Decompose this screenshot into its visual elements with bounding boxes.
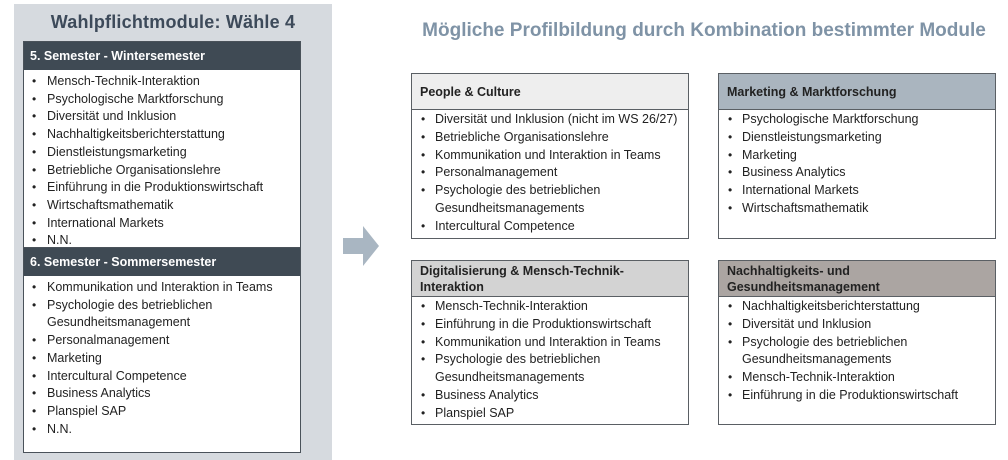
semester-5-header: 5. Semester - Wintersemester xyxy=(24,42,300,70)
list-item: Betriebliche Organisationslehre xyxy=(24,162,300,180)
semester-6-box: 6. Semester - Sommersemester Kommunikati… xyxy=(23,247,301,453)
list-item: Diversität und Inklusion xyxy=(24,108,300,126)
profile-header: People & Culture xyxy=(412,74,688,110)
list-item: Dienstleistungsmarketing xyxy=(719,129,995,147)
list-item: Business Analytics xyxy=(412,387,688,405)
profile-list: Nachhaltigkeitsberichterstattung Diversi… xyxy=(719,297,995,405)
arrow-right-icon xyxy=(343,226,379,266)
semester-5-box: 5. Semester - Wintersemester Mensch-Tech… xyxy=(23,41,301,250)
list-item: Mensch-Technik-Interaktion xyxy=(24,73,300,91)
profile-marketing: Marketing & Marktforschung Psychologisch… xyxy=(718,73,996,239)
list-item: International Markets xyxy=(24,215,300,233)
list-item: Personalmanagement xyxy=(412,164,688,182)
list-item: Psychologische Marktforschung xyxy=(24,91,300,109)
list-item: N.N. xyxy=(24,421,300,439)
list-item: Business Analytics xyxy=(24,385,300,403)
profile-header: Marketing & Marktforschung xyxy=(719,74,995,110)
list-item: Psychologie des betrieblichen Gesundheit… xyxy=(412,351,688,387)
profile-list: Psychologische Marktforschung Dienstleis… xyxy=(719,110,995,218)
profile-people-culture: People & Culture Diversität und Inklusio… xyxy=(411,73,689,239)
list-item: Psychologische Marktforschung xyxy=(719,111,995,129)
list-item: Psychologie des betrieblichen Gesundheit… xyxy=(719,334,995,370)
list-item-continuation: Gesundheitsmanagement xyxy=(47,315,191,330)
list-item: Kommunikation und Interaktion in Teams xyxy=(24,279,300,297)
elective-modules-title: Wahlpflichtmodule: Wähle 4 xyxy=(50,12,296,32)
profile-list: Mensch-Technik-Interaktion Einführung in… xyxy=(412,297,688,423)
list-item: Business Analytics xyxy=(719,164,995,182)
list-item: Einführung in die Produktionswirtschaft xyxy=(24,179,300,197)
profile-header: Nachhaltigkeits- und Gesundheitsmanageme… xyxy=(719,261,995,297)
list-item: Mensch-Technik-Interaktion xyxy=(412,298,688,316)
list-item: Psychologie des betrieblichen xyxy=(24,297,300,315)
list-item: Marketing xyxy=(24,350,300,368)
list-item: Diversität und Inklusion (nicht im WS 26… xyxy=(412,111,688,129)
profile-header: Digitalisierung & Mensch-Technik-Interak… xyxy=(412,261,688,297)
profile-nachhaltigkeit: Nachhaltigkeits- und Gesundheitsmanageme… xyxy=(718,260,996,425)
semester-6-header: 6. Semester - Sommersemester xyxy=(24,248,300,276)
list-item: Wirtschaftsmathematik xyxy=(719,200,995,218)
list-item: Kommunikation und Interaktion in Teams xyxy=(412,147,688,165)
list-item: Intercultural Competence xyxy=(24,368,300,386)
list-item: Intercultural Competence xyxy=(412,218,688,236)
list-item: Nachhaltigkeitsberichterstattung xyxy=(24,126,300,144)
list-item: Mensch-Technik-Interaktion xyxy=(719,369,995,387)
profile-list: Diversität und Inklusion (nicht im WS 26… xyxy=(412,110,688,236)
semester-6-list: Kommunikation und Interaktion in Teams P… xyxy=(24,276,300,438)
list-item: Planspiel SAP xyxy=(24,403,300,421)
list-item: Einführung in die Produktionswirtschaft xyxy=(412,316,688,334)
list-item: Nachhaltigkeitsberichterstattung xyxy=(719,298,995,316)
list-item: Betriebliche Organisationslehre xyxy=(412,129,688,147)
list-item: N.N. xyxy=(24,232,300,250)
list-item: Diversität und Inklusion xyxy=(719,316,995,334)
semester-5-list: Mensch-Technik-Interaktion Psychologisch… xyxy=(24,70,300,250)
list-item: Kommunikation und Interaktion in Teams xyxy=(412,334,688,352)
list-item: Einführung in die Produktionswirtschaft xyxy=(719,387,995,405)
list-item: Dienstleistungsmarketing xyxy=(24,144,300,162)
list-item: Planspiel SAP xyxy=(412,405,688,423)
list-item: Marketing xyxy=(719,147,995,165)
list-item: Personalmanagement xyxy=(24,332,300,350)
profiles-title: Mögliche Profilbildung durch Kombination… xyxy=(422,20,986,41)
list-item: Wirtschaftsmathematik xyxy=(24,197,300,215)
profile-digitalisierung: Digitalisierung & Mensch-Technik-Interak… xyxy=(411,260,689,425)
list-item: International Markets xyxy=(719,182,995,200)
list-item: Psychologie des betrieblichen Gesundheit… xyxy=(412,182,688,218)
